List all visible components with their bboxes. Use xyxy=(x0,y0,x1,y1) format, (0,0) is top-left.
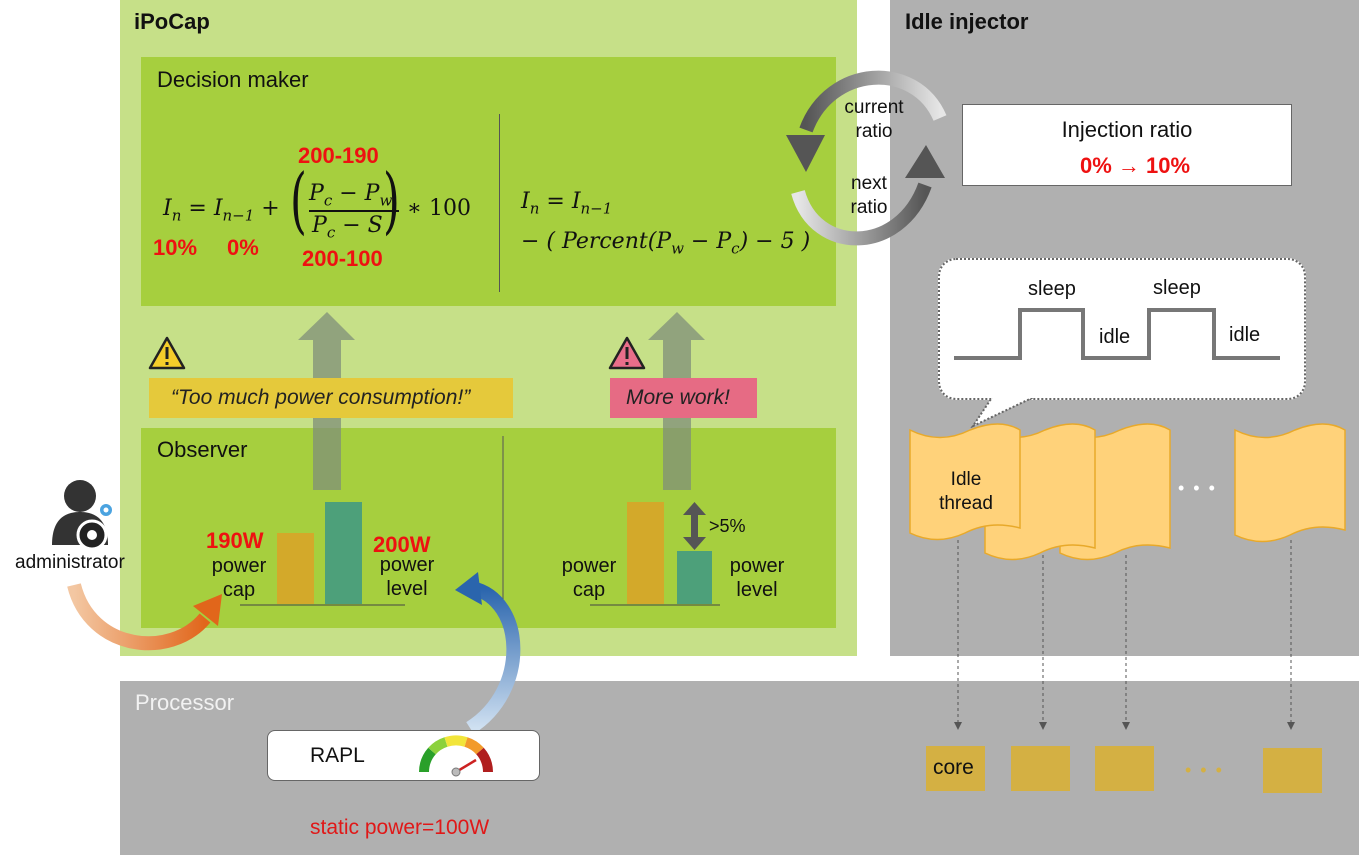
wave-label-idle-1: idle xyxy=(1099,326,1131,348)
difference-arrow-icon xyxy=(683,502,706,550)
decision-maker-box xyxy=(141,57,836,306)
sleep-idle-waveform xyxy=(954,308,1280,428)
next-ratio-arrow xyxy=(791,182,932,246)
injection-ratio-box: Injection ratio 0% → 10% xyxy=(962,104,1292,186)
annotation-in-1: 0% xyxy=(227,235,259,260)
paren-right: ) xyxy=(383,158,400,242)
idle-injector-title: Idle injector xyxy=(905,9,1029,34)
thread-core-links xyxy=(954,540,1295,730)
left-level-value: 200W xyxy=(373,532,431,557)
decision-maker-title: Decision maker xyxy=(157,67,309,92)
core-ellipsis: • • • xyxy=(1185,760,1224,780)
sleep-idle-bubble xyxy=(938,258,1306,400)
rapl-arrow xyxy=(466,581,521,734)
equation-2-line-1: In = In−1 xyxy=(521,189,613,218)
rapl-label: RAPL xyxy=(310,744,365,767)
core-4 xyxy=(1263,748,1322,793)
core-2 xyxy=(1011,746,1070,791)
ipocap-title: iPoCap xyxy=(134,9,210,34)
annotation-numerator: 200-190 xyxy=(298,143,379,168)
warning-icon-right xyxy=(608,336,646,370)
fraction-bar xyxy=(309,210,399,212)
left-cap-label: power cap xyxy=(211,555,267,601)
right-level-label: power level xyxy=(729,555,785,601)
admin-arrow xyxy=(67,583,211,651)
annotation-in: 10% xyxy=(153,235,198,260)
idle-thread-scroll-1 xyxy=(909,423,1021,541)
core-3 xyxy=(1095,746,1154,791)
administrator-label: administrator xyxy=(15,552,125,573)
annotation-denominator: 200-100 xyxy=(302,246,383,271)
next-ratio-label: next ratio xyxy=(850,173,888,218)
current-ratio-arrow xyxy=(799,70,947,133)
warning-note-right: More work! xyxy=(610,378,757,418)
injection-ratio-value: 0% → 10% xyxy=(1079,153,1191,178)
core-1: core xyxy=(926,746,985,791)
wave-label-idle-2: idle xyxy=(1229,324,1261,346)
core-label: core xyxy=(933,756,974,779)
gauge-icon xyxy=(419,735,493,777)
thread-ellipsis: • • • xyxy=(1178,478,1217,498)
left-level-label: power level xyxy=(379,554,435,600)
rapl-box: RAPL xyxy=(267,730,540,781)
wave-label-sleep-1: sleep xyxy=(1028,278,1076,300)
left-cap-value: 190W xyxy=(206,528,264,553)
wave-label-sleep-2: sleep xyxy=(1153,277,1201,299)
static-power-label: static power=100W xyxy=(310,816,490,839)
right-diff-label: >5% xyxy=(709,516,746,536)
injection-ratio-title: Injection ratio xyxy=(1061,117,1193,142)
equation-2-line-2: − ( Percent(Pw − Pc) − 5 ) xyxy=(521,229,811,258)
observer-title: Observer xyxy=(157,437,248,462)
right-cap-label: power cap xyxy=(561,555,617,601)
right-level-bar xyxy=(677,551,712,604)
current-ratio-label: current ratio xyxy=(844,97,904,142)
right-cap-bar xyxy=(627,502,664,604)
fraction-numerator: Pc − Pw xyxy=(309,181,393,210)
fraction-denominator: Pc − S xyxy=(312,213,383,242)
warning-text-right: More work! xyxy=(626,386,730,409)
idle-thread-label: Idle thread xyxy=(939,469,993,514)
processor-title: Processor xyxy=(135,690,235,715)
administrator-icon xyxy=(52,480,114,551)
warning-text-left: “Too much power consumption!” xyxy=(171,386,471,409)
paren-left: ( xyxy=(290,158,307,242)
warning-note-left: “Too much power consumption!” xyxy=(149,378,513,418)
equation-1-lhs: In = In−1 + xyxy=(163,196,280,225)
warning-icon-left xyxy=(148,336,186,370)
left-cap-bar xyxy=(277,533,314,604)
idle-thread-scroll-4 xyxy=(1234,423,1346,543)
decision-divider xyxy=(499,114,500,292)
left-level-bar xyxy=(325,502,362,604)
equation-1-tail: ∗ 100 xyxy=(407,196,471,221)
